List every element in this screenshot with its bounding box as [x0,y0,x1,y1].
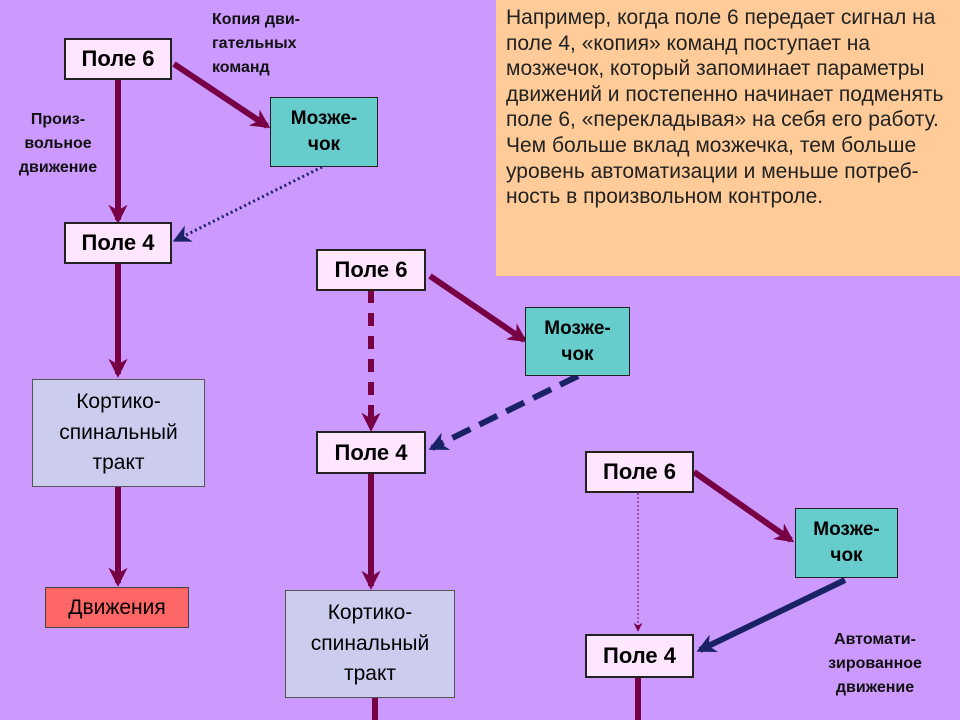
d3-field4-box: Поле 4 [585,634,694,678]
arrow-d2-field6-to-cerebellum [428,273,528,343]
label-automated-movement: Автомати- зированное движение [828,631,922,696]
d2-corticospinal-tract-box: Кортико- спинальный тракт [285,590,455,698]
d1-field6-box: Поле 6 [64,38,172,80]
arrow-d2-cerebellum-to-field4 [428,373,580,451]
d1-corticospinal-tract-box: Кортико- спинальный тракт [32,379,205,487]
label-voluntary-movement: Произ- вольное движение [18,111,98,176]
explanation-note: Например, когда поле 6 передает сигнал н… [496,0,960,276]
arrow-d3-field6-to-cerebellum [692,469,795,543]
d1-cerebellum-box: Мозже- чок [270,97,378,167]
d1-field4-box: Поле 4 [64,222,172,264]
arrow-d3-cerebellum-to-field4 [696,577,847,653]
d2-cerebellum-box: Мозже- чок [525,307,630,376]
d3-cerebellum-box: Мозже- чок [795,508,898,578]
label-copy-commands: Копия дви- гательных команд [212,11,300,76]
d3-field6-box: Поле 6 [585,451,694,493]
d1-movement-box: Движения [45,587,189,628]
d2-field6-box: Поле 6 [316,249,426,291]
arrow-d1-cerebellum-to-field4 [172,165,323,242]
arrow-d1-field6-to-cerebellum [172,61,271,129]
d2-field4-box: Поле 4 [316,431,426,474]
